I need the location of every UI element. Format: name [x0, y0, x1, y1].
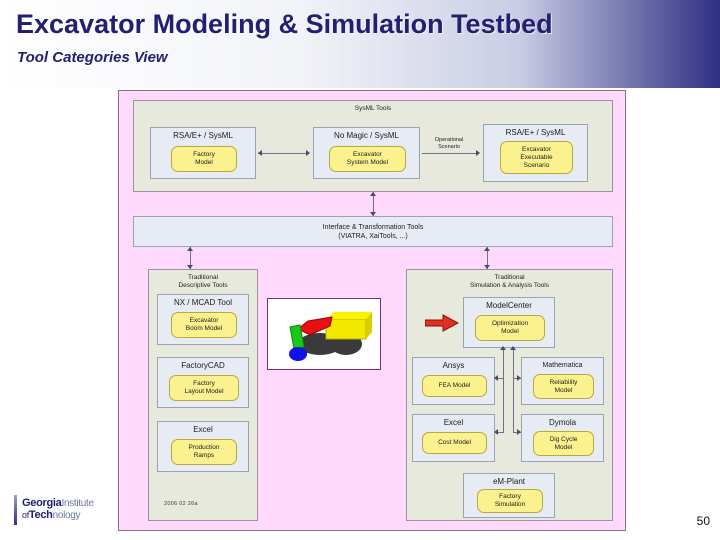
- tool-categories-diagram: SysML Tools RSA/E+ / SysML Factory Model…: [118, 90, 626, 531]
- model-factory-model[interactable]: Factory Model: [171, 146, 237, 172]
- excavator-render-svg: [289, 312, 372, 361]
- connector-interface-to-descriptive-arrow-up: [187, 247, 193, 251]
- logo-georgia: Georgia: [22, 497, 62, 509]
- bus-branch-ansys: [495, 378, 504, 379]
- tool-modelcenter[interactable]: ModelCenter Optimization Model: [463, 297, 555, 348]
- connector-interface-to-descriptive: [190, 247, 191, 269]
- tool-dymola[interactable]: Dymola Dig Cycle Model: [521, 414, 604, 462]
- interface-band-line1: Interface & Transformation Tools: [322, 223, 424, 231]
- model-factory-layout-model[interactable]: Factory Layout Model: [169, 375, 239, 401]
- page-number: 50: [696, 514, 710, 528]
- interface-band-line2: (VIATRA, XaiTools, ...): [338, 232, 408, 240]
- tool-name: ModelCenter: [486, 301, 532, 310]
- tool-excel-production[interactable]: Excel Production Ramps: [157, 421, 249, 472]
- tool-ansys[interactable]: Ansys FEA Model: [412, 357, 495, 405]
- connector-tool1-tool2-arrow-left: [258, 150, 262, 156]
- model-factory-simulation[interactable]: Factory Simulation: [477, 489, 543, 513]
- diagram-datestamp: 2006 02 26a: [164, 501, 198, 507]
- logo-of: of: [22, 510, 29, 520]
- excavator-boom: [297, 316, 333, 336]
- connector-interface-to-descriptive-arrow-down: [187, 265, 193, 269]
- bus-branch-dymola-arrow: [517, 429, 521, 435]
- tool-nomagic-sysml[interactable]: No Magic / SysML Excavator System Model: [313, 127, 420, 179]
- tool-name: NX / MCAD Tool: [173, 298, 233, 307]
- tool-factorycad[interactable]: FactoryCAD Factory Layout Model: [157, 357, 249, 408]
- tool-name: eM-Plant: [492, 477, 525, 486]
- connector-sysml-to-interface-arrow-down: [370, 212, 376, 216]
- slide-header: Excavator Modeling & Simulation Testbed …: [0, 0, 720, 88]
- descriptive-tools-group-title: Traditional Descriptive Tools: [178, 274, 228, 289]
- tool-name: Mathematica: [542, 362, 583, 369]
- model-fea-model[interactable]: FEA Model: [422, 375, 487, 397]
- tool-name: No Magic / SysML: [334, 131, 399, 140]
- tool-name: Dymola: [548, 418, 577, 427]
- connector-interface-to-simulation-arrow-down: [484, 265, 490, 269]
- model-production-ramps[interactable]: Production Ramps: [171, 439, 237, 465]
- tool-name: FactoryCAD: [181, 361, 225, 370]
- logo-line-1: GeorgiaInstitute: [22, 497, 94, 509]
- connector-tool1-tool2: [258, 153, 309, 154]
- model-excavator-executable-scenario[interactable]: Excavator Executable Scenario: [500, 141, 573, 174]
- bus-spine-right: [513, 348, 514, 432]
- excavator-render-thumbnail: [267, 298, 381, 370]
- connector-tool2-tool3-arrow: [476, 150, 480, 156]
- bus-arrow-up-left: [500, 346, 506, 350]
- logo-institute: Institute: [61, 498, 94, 509]
- connector-sysml-to-interface-arrow-up: [370, 192, 376, 196]
- tool-em-plant[interactable]: eM-Plant Factory Simulation: [463, 473, 555, 518]
- excavator-bucket: [289, 347, 307, 361]
- interface-transformation-band[interactable]: Interface & Transformation Tools (VIATRA…: [133, 216, 613, 247]
- tool-excel-cost[interactable]: Excel Cost Model: [412, 414, 495, 462]
- bus-branch-ansys-arrow: [494, 375, 498, 381]
- bus-arrow-up-right: [510, 346, 516, 350]
- tool-nx-mcad[interactable]: NX / MCAD Tool Excavator Boom Model: [157, 294, 249, 345]
- excavator-cab-body: [325, 318, 367, 340]
- bus-spine-left: [503, 348, 504, 432]
- page-title: Excavator Modeling & Simulation Testbed: [16, 9, 553, 39]
- tool-name: Excel: [443, 418, 464, 427]
- edge-label-operational-scenario: Operational Scenario: [434, 137, 464, 150]
- sysml-tools-group-title: SysML Tools: [354, 105, 392, 112]
- excavator-cab-top: [326, 312, 372, 319]
- connector-sysml-to-interface: [373, 192, 374, 216]
- callout-arrow-icon: [424, 314, 460, 332]
- tool-rsa-sysml-executable[interactable]: RSA/E+ / SysML Excavator Executable Scen…: [483, 124, 588, 182]
- simulation-tools-group-title: Traditional Simulation & Analysis Tools: [469, 274, 549, 289]
- logo-line-2: ofTechnology: [22, 509, 81, 521]
- tool-mathematica[interactable]: Mathematica Reliability Model: [521, 357, 604, 405]
- connector-tool2-tool3: [422, 153, 478, 154]
- tool-name: Ansys: [442, 361, 465, 370]
- logo-tech: Tech: [28, 509, 53, 521]
- model-dig-cycle-model[interactable]: Dig Cycle Model: [533, 431, 594, 456]
- model-excavator-system-model[interactable]: Excavator System Model: [329, 146, 406, 172]
- model-excavator-boom-model[interactable]: Excavator Boom Model: [171, 312, 237, 338]
- connector-interface-to-simulation: [487, 247, 488, 269]
- tool-name: RSA/E+ / SysML: [505, 128, 566, 137]
- tool-name: RSA/E+ / SysML: [173, 131, 233, 140]
- page-subtitle: Tool Categories View: [17, 49, 168, 66]
- model-optimization-model[interactable]: Optimization Model: [475, 315, 545, 341]
- tool-rsa-sysml-factory[interactable]: RSA/E+ / SysML Factory Model: [150, 127, 256, 179]
- bus-branch-excel-arrow: [494, 429, 498, 435]
- model-reliability-model[interactable]: Reliability Model: [533, 374, 594, 399]
- bus-branch-excel: [495, 432, 504, 433]
- connector-interface-to-simulation-arrow-up: [484, 247, 490, 251]
- excavator-cab-side: [366, 312, 372, 339]
- georgia-tech-logo: GeorgiaInstitute ofTechnology: [14, 494, 118, 528]
- model-cost-model[interactable]: Cost Model: [422, 432, 487, 454]
- bus-branch-mathematica-arrow: [517, 375, 521, 381]
- logo-nology: nology: [52, 510, 81, 521]
- logo-bar: [14, 495, 17, 525]
- excavator-arm: [289, 324, 305, 350]
- connector-tool1-tool2-arrow-right: [306, 150, 310, 156]
- tool-name: Excel: [193, 425, 213, 434]
